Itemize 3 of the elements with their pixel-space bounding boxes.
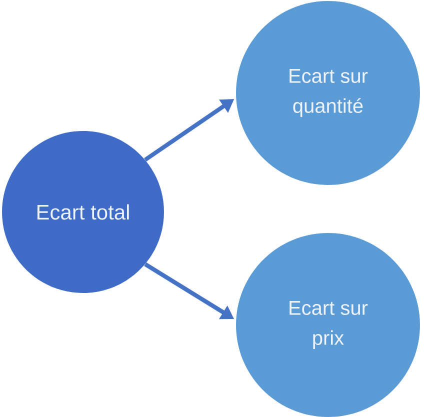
circle-node: Ecart total [2, 131, 164, 293]
circle-node: Ecart sur quantité [236, 1, 420, 185]
circle-node: Ecart sur prix [236, 233, 420, 417]
